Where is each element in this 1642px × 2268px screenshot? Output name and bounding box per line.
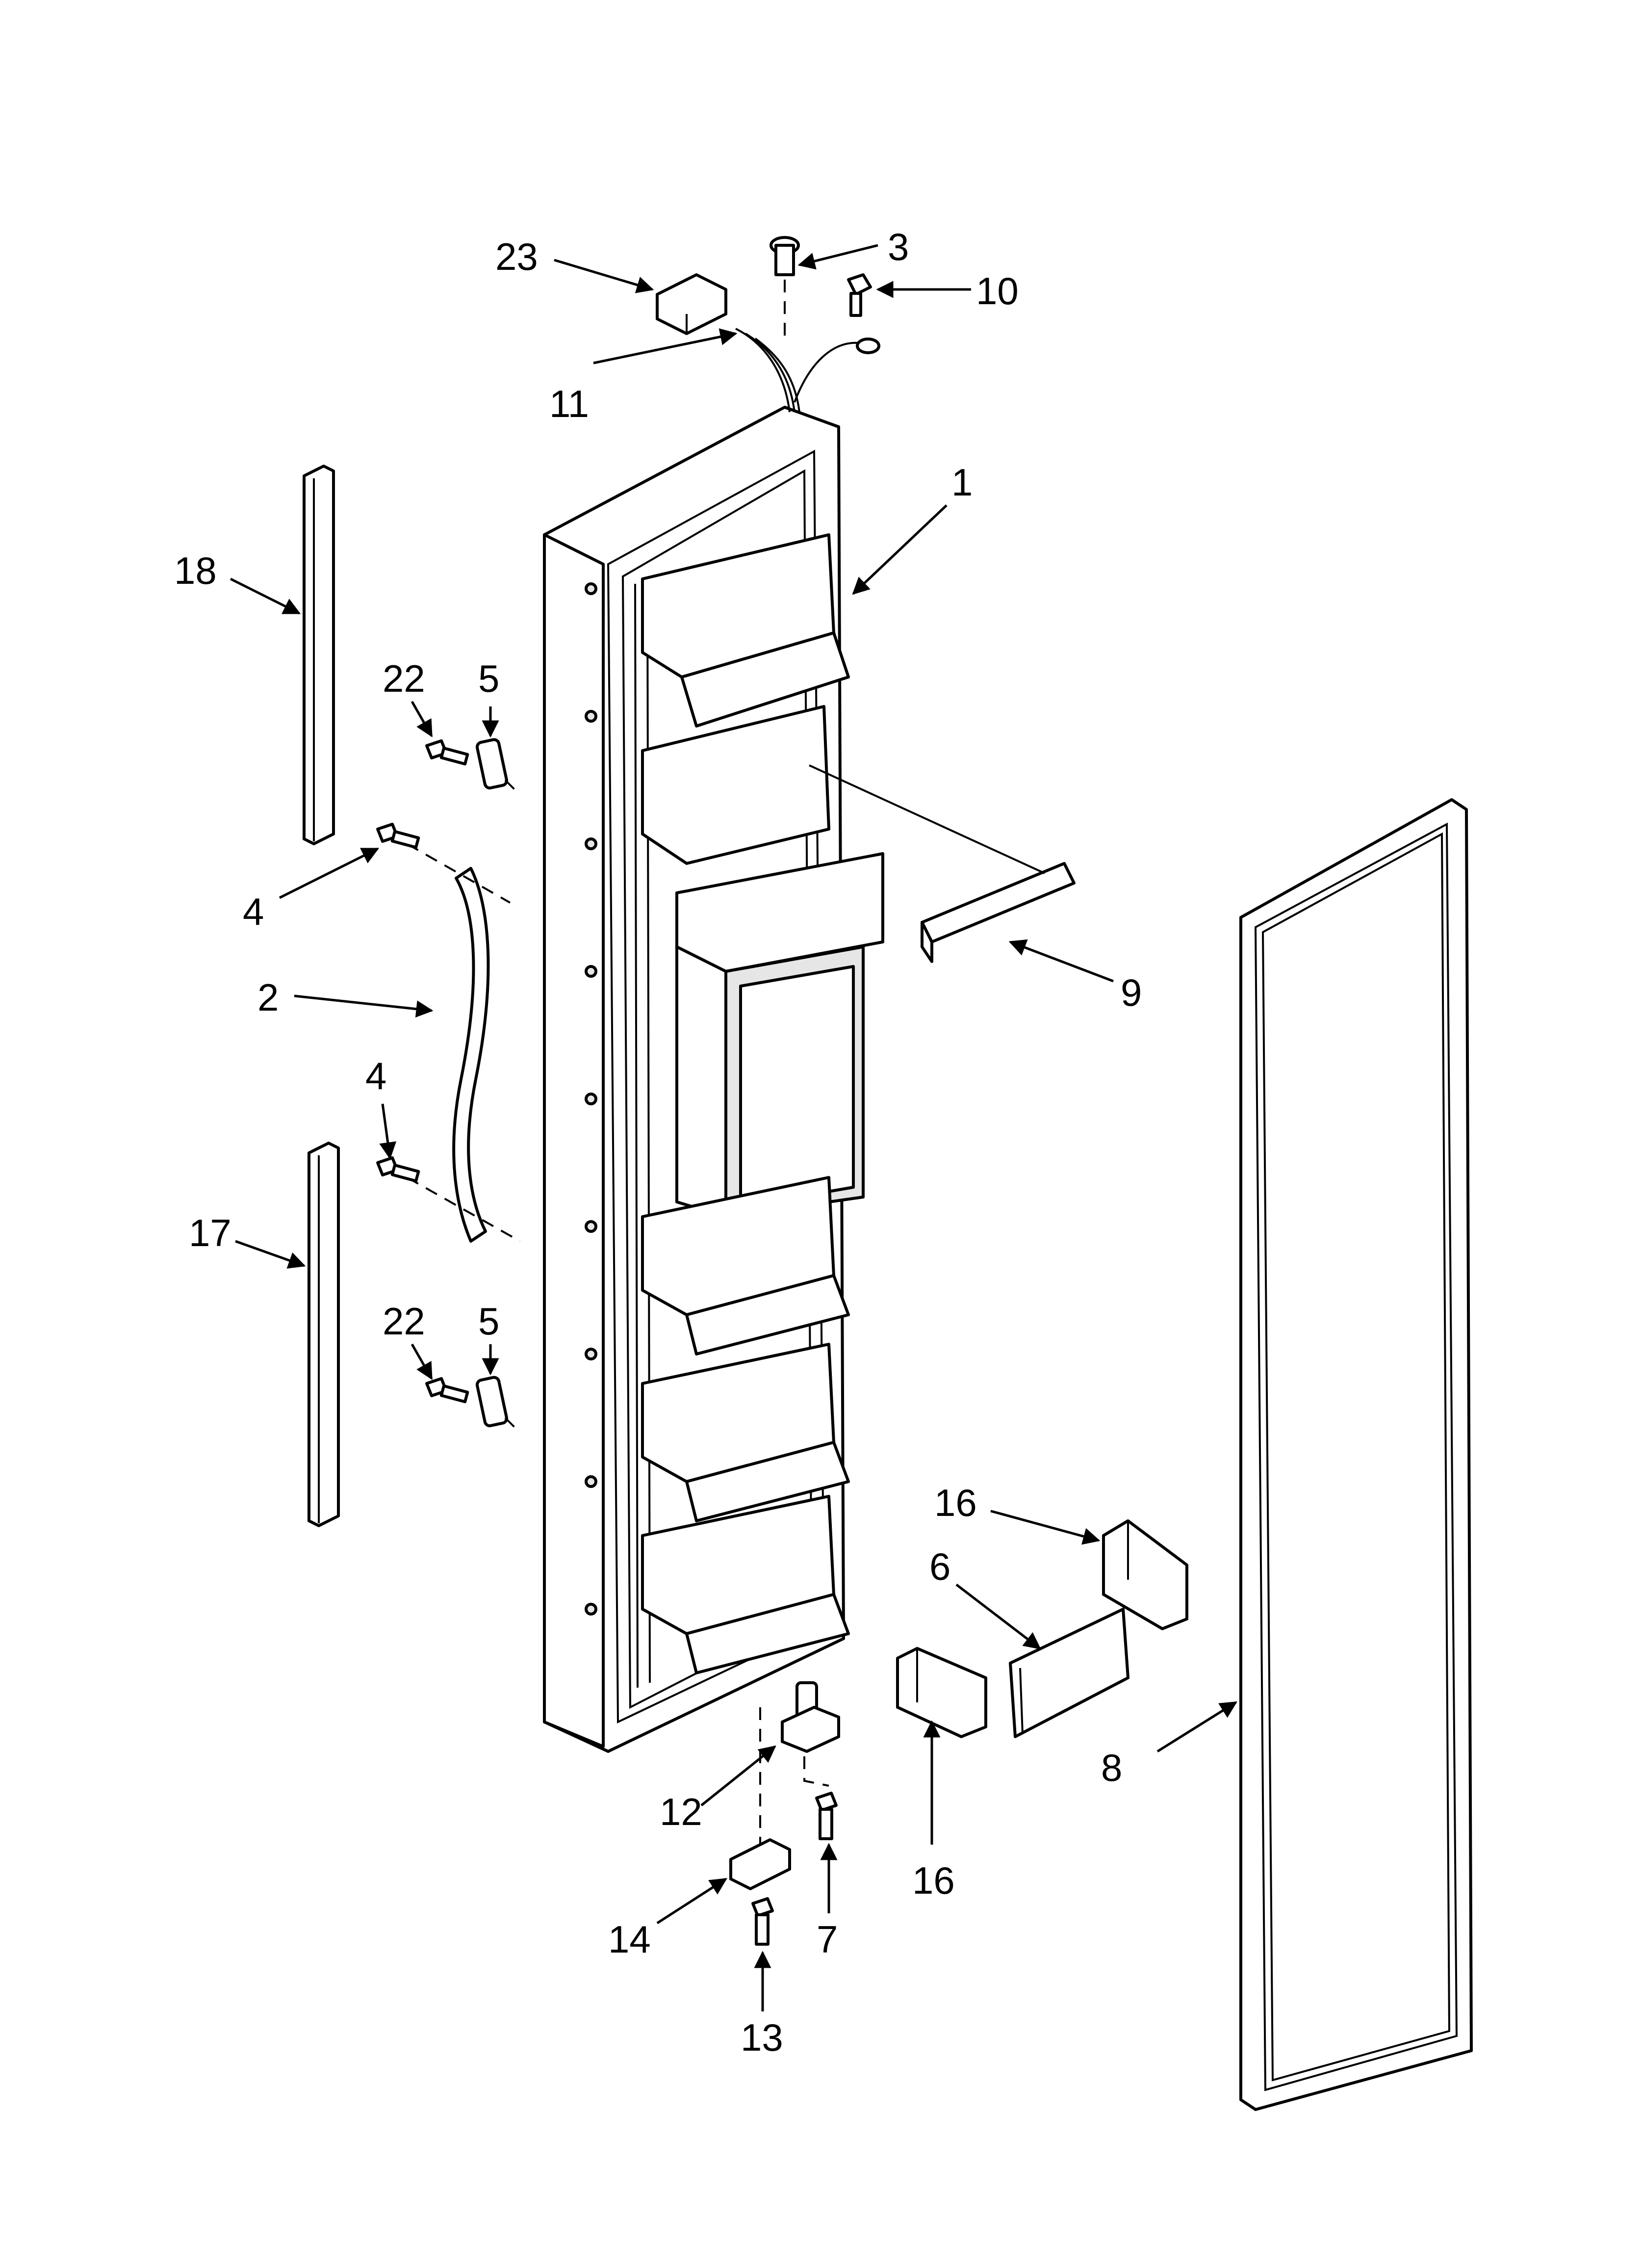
part-4-screw-upper [376,823,420,849]
part-16-hinge-cover-lower [896,1647,987,1738]
part-5-clip-lower [475,1376,521,1434]
part-18-trim-strip [303,465,335,845]
callout-17: 17 [189,1211,231,1254]
part-5-clip-upper [475,738,521,796]
callout-10: 10 [976,269,1019,313]
part-12-hinge-pin [759,1681,840,1845]
part-22-screw-lower [425,1377,469,1404]
part-3-plug [770,236,800,339]
callout-18: 18 [174,549,217,592]
part-2-handle [407,843,520,1243]
part-22-screw-upper [425,739,469,766]
part-7-screw [815,1792,838,1840]
part-10-screw [847,273,872,317]
part-17-trim-strip [308,1142,340,1527]
callout-9: 9 [1121,971,1142,1014]
callout-23: 23 [495,235,538,278]
part-8-door-gasket [1239,798,1473,2111]
callout-13: 13 [741,2016,783,2059]
callout-7: 7 [817,1918,838,1961]
callout-5-lower: 5 [478,1300,499,1343]
door-flange-holes [585,582,597,1616]
part-23-connector [656,273,727,335]
part-16-hinge-cover-upper [1102,1519,1188,1630]
part-6-cover-plate [1009,1608,1129,1738]
callout-16-lower: 16 [912,1859,955,1902]
callout-6: 6 [929,1545,950,1588]
callout-14: 14 [608,1918,651,1961]
callout-5-upper: 5 [478,657,499,700]
callout-16-upper: 16 [934,1481,977,1524]
callout-22-lower: 22 [383,1300,425,1343]
part-11-wire-harness [735,328,880,413]
callout-12: 12 [660,1790,702,1833]
callout-1: 1 [951,461,973,504]
callout-4-lower: 4 [365,1054,386,1097]
leader-lines [230,244,1237,2011]
part-13-screw [751,1897,774,1946]
callout-8: 8 [1101,1746,1122,1789]
callout-22-upper: 22 [383,657,425,700]
callout-11: 11 [549,382,589,425]
callout-labels: 23 3 10 11 1 18 22 5 4 2 9 4 17 22 5 16 … [174,225,1142,2059]
part-14-hinge-block [729,1838,791,1890]
door-assembly [543,406,884,1753]
callout-2: 2 [257,976,279,1019]
part-9-rail [809,764,1076,963]
callout-4-upper: 4 [243,890,264,933]
part-4-screw-lower [376,1156,420,1183]
callout-3: 3 [888,225,909,268]
